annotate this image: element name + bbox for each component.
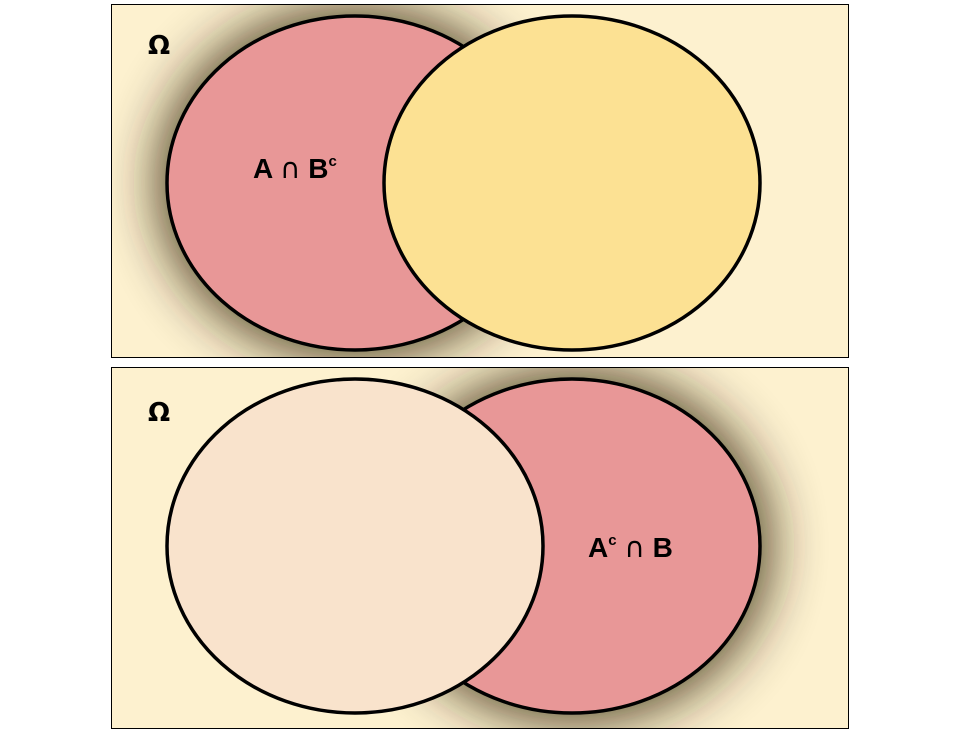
venn-panel-bottom: Ω Ac ∩ B bbox=[111, 367, 849, 729]
universe-label: Ω bbox=[148, 398, 171, 428]
complement-superscript: c bbox=[608, 531, 617, 549]
set-a-circle bbox=[165, 377, 545, 715]
intersection-symbol: ∩ bbox=[624, 531, 645, 564]
label-set-a: A bbox=[253, 153, 273, 184]
venn-diagram-bottom bbox=[112, 368, 848, 728]
region-label-not-a-b: Ac ∩ B bbox=[588, 531, 673, 564]
intersection-symbol: ∩ bbox=[279, 152, 301, 185]
venn-panel-top: Ω A ∩ Bc bbox=[111, 4, 849, 358]
region-label-a-not-b: A ∩ Bc bbox=[253, 152, 337, 185]
venn-diagram-top bbox=[112, 5, 848, 357]
complement-superscript: c bbox=[328, 152, 337, 170]
universe-label: Ω bbox=[148, 31, 171, 61]
label-set-a: A bbox=[588, 532, 609, 563]
set-b-circle bbox=[382, 14, 762, 352]
label-set-b: B bbox=[308, 153, 329, 184]
label-set-b: B bbox=[652, 532, 673, 563]
